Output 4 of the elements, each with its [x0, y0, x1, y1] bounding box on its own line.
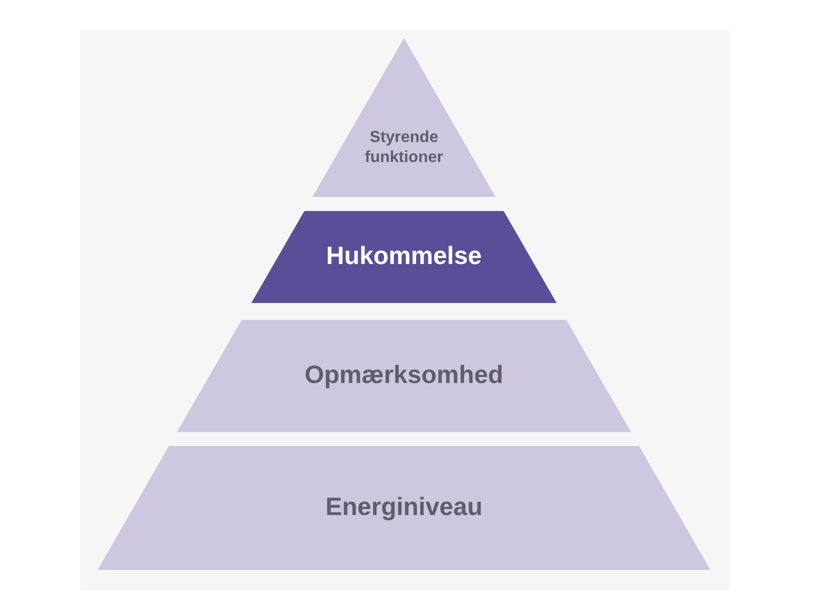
tier-label: Energiniveau — [325, 492, 482, 524]
tier-label: Hukommelse — [326, 241, 482, 272]
tier-label: Opmærksomhed — [304, 360, 504, 392]
tier-label: Styrende funktioner — [364, 128, 444, 168]
